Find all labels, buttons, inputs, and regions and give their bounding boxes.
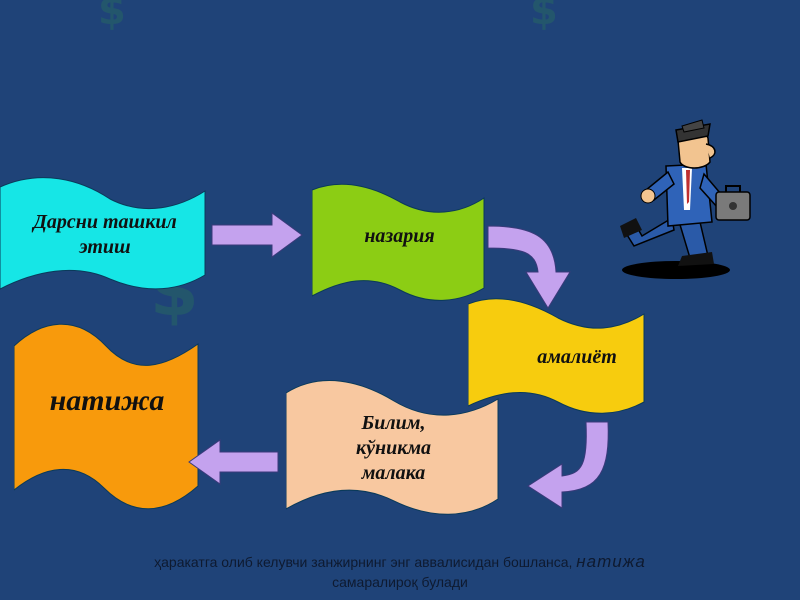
flow-step-organize-lesson: Дарсни ташкил этиш	[0, 175, 210, 295]
step-label: Билим, кўникма малака	[355, 411, 432, 484]
arrow-right	[211, 212, 303, 258]
caption-line-2: самаралироқ булади	[332, 574, 468, 590]
flag-shape	[312, 183, 485, 301]
flag-shape	[468, 298, 645, 414]
running-businessman-icon	[620, 119, 751, 279]
watermark-top-mid: $	[530, 0, 558, 34]
step-label: амалиёт	[537, 345, 617, 368]
watermark-top-left: $	[98, 0, 126, 34]
caption-emphasis: натижа	[576, 552, 646, 571]
flag-shape	[286, 380, 499, 515]
flow-step-result: натижа	[14, 318, 200, 514]
caption: ҳаракатга олиб келувчи занжирнинг энг ав…	[0, 552, 800, 592]
step-label: натижа	[49, 384, 165, 417]
caption-line-1: ҳаракатга олиб келувчи занжирнинг энг ав…	[0, 552, 800, 572]
arrow-left	[188, 439, 279, 485]
caption-text: ҳаракатга олиб келувчи занжирнинг энг ав…	[154, 554, 573, 570]
flag-shape	[0, 177, 206, 290]
flow-step-practice: амалиёт	[468, 296, 646, 418]
flag-shape	[14, 323, 199, 510]
step-label: Дарсни ташкил этиш	[33, 211, 177, 258]
step-label: назария	[364, 225, 435, 247]
arrow-curve-left	[527, 421, 609, 509]
flow-step-theory: назария	[312, 182, 487, 307]
arrow-curve-down	[487, 225, 571, 309]
flow-step-knowledge-skills: Билим, кўникма малака	[286, 377, 501, 519]
